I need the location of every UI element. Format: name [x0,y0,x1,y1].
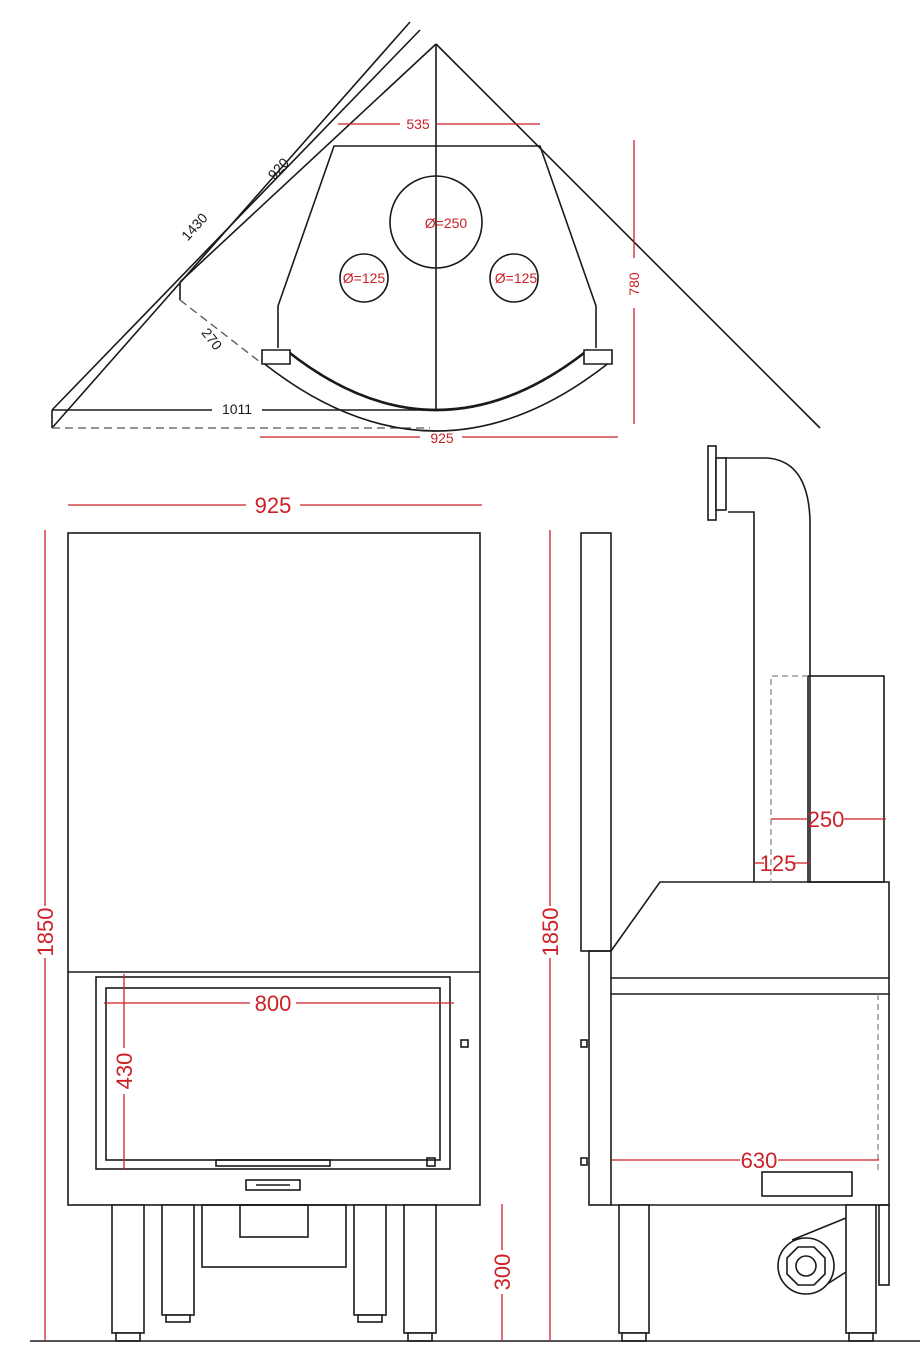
side-air-inlet-inner [795,1255,817,1277]
front-small-square [426,1157,436,1167]
front-ashbox [201,1204,347,1268]
side-foot-2 [848,1332,874,1342]
side-leg-2 [845,1204,877,1334]
side-view: 1850 250 125 630 [538,445,890,1342]
dim-1430-label: 1430 [178,210,211,244]
flue-right-label: Ø=125 [495,270,538,286]
flue-right-circle [489,253,539,303]
side-air-inlet-octagon [786,1246,826,1286]
side-ash-handle [761,1171,853,1197]
dim-925-front-label: 925 [255,493,292,518]
top-view: Ø=250 Ø=125 Ø=125 535 780 925 1430 920 2… [51,21,821,446]
dim-430-label: 430 [112,1053,137,1090]
dim-125-label: 125 [760,851,797,876]
dim-535-label: 535 [406,116,430,132]
arc-cap-left [261,349,291,365]
dim-920-label: 920 [265,154,293,182]
flue-main-circle [389,175,483,269]
side-flue-flange [707,445,717,521]
side-clip-2 [580,1157,588,1166]
wall-line-left [179,43,437,283]
firebox-front-arc [285,348,589,412]
dim-270-label: 270 [198,325,225,353]
front-leg-4 [403,1204,437,1334]
flue-left-label: Ø=125 [343,270,386,286]
flue-main-label: Ø=250 [425,215,468,231]
dim-800-label: 800 [255,991,292,1016]
front-leg-1 [111,1204,145,1334]
side-foot-1 [621,1332,647,1342]
front-leg-3 [353,1204,387,1316]
side-hood [610,881,890,995]
front-door-frame [95,976,451,1170]
front-handle-square [460,1039,469,1048]
dim-250-label: 250 [808,807,845,832]
front-foot-3 [357,1314,383,1323]
dim-925-top-label: 925 [430,430,454,446]
dashed-depth-line [179,299,261,363]
side-duct-dashed [770,675,808,882]
side-flue-collar [715,457,727,511]
front-ash-handle [245,1179,301,1191]
side-flue-pipe [722,457,811,882]
arc-cap-right [583,349,613,365]
side-leg-3 [878,1204,890,1286]
front-foot-4 [407,1332,433,1342]
dim-630-label: 630 [741,1148,778,1173]
flue-left-circle [339,253,389,303]
wall-right [435,43,821,429]
dim-780-label: 780 [626,272,642,296]
front-body [67,532,481,1206]
front-leg-2 [161,1204,195,1316]
wall-inner-left [51,29,421,411]
side-wall-panel [580,532,612,952]
front-foot-2 [165,1314,191,1323]
dim-1850-side-label: 1850 [538,908,563,957]
front-view: 925 1850 800 430 300 [33,493,515,1342]
side-leg-1 [618,1204,650,1334]
front-ashbox-inner [239,1204,309,1238]
front-bottom-strip [215,1159,331,1167]
side-duct-outer [807,675,885,883]
side-wall-lower [588,950,612,1206]
dim-300-label: 300 [490,1254,515,1291]
dim-1011-label: 1011 [222,401,252,417]
side-clip-1 [580,1039,588,1048]
front-foot-1 [115,1332,141,1342]
dim-1850-front-label: 1850 [33,908,58,957]
firebox-top-outline [277,145,597,348]
firebox-outer-arc [261,361,611,432]
